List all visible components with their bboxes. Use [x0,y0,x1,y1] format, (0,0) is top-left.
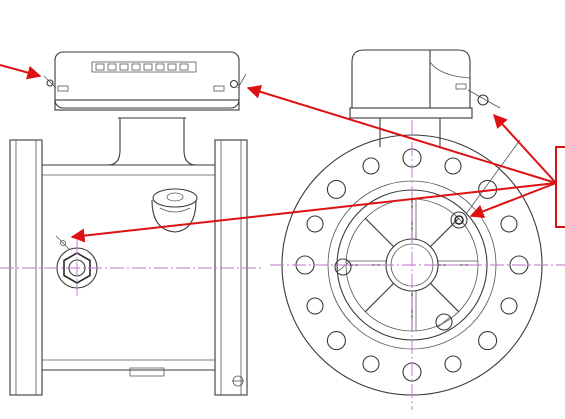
pipe-body [42,164,215,377]
side-port-boss [151,188,198,233]
screw-left [334,258,352,276]
ground-symbol [232,375,244,387]
converter-neck [107,117,197,166]
front-neck [379,118,441,147]
arrow-to-left-seal [0,64,42,80]
callout-box [555,146,565,228]
side-view [0,51,262,396]
front-view [270,49,565,410]
screw-bottom [435,313,453,331]
bolt-holes [295,148,529,382]
arrow-to-front-head-seal [493,113,557,184]
callout [555,146,565,228]
right-flange [214,139,248,396]
left-flange [9,139,43,396]
front-seal-point [450,139,521,229]
arrow-to-right-seal [246,85,557,184]
hex-plug [55,235,98,289]
arrow-to-front-bore-seal [469,182,557,218]
seal-wire-right [229,73,247,89]
arrow-to-hex-plug-seal [70,182,557,243]
seal-wire-left [43,75,57,89]
converter-head [54,51,240,111]
pointer-arrows [0,64,557,243]
front-converter-head [349,49,501,119]
display-window [91,61,197,73]
